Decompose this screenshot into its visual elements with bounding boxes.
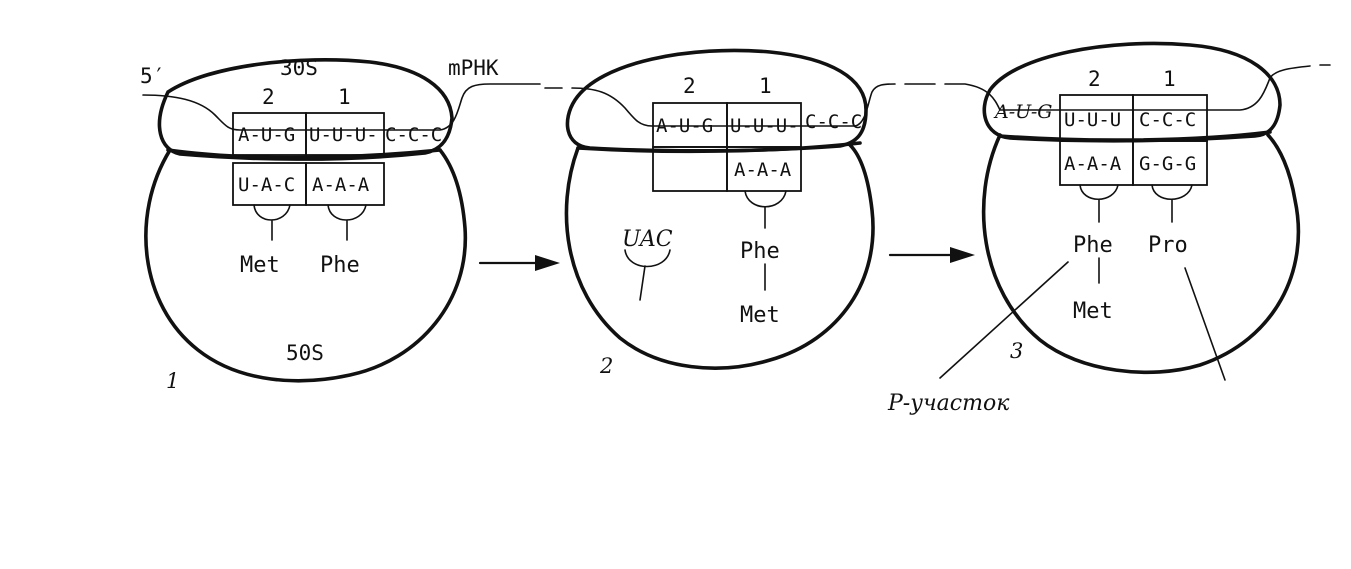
trna-anticodon: A-A-A [312,174,370,196]
released-trna-stem [639,265,646,301]
site-number: 2 [262,85,275,109]
mrna-codon: A-U-G [656,115,713,137]
p-site-label: Р-участок [887,391,1010,416]
mrna-codon: U-U-U [1064,109,1121,131]
peptide-residue: Met [1073,299,1113,324]
large-subunit-outline [144,148,468,383]
p-site-pointer-line [939,261,1069,379]
site-number: 1 [338,85,351,109]
five-prime-label: 5′ [140,64,165,88]
mrna-label: mРНК [448,56,499,80]
subunit-divider [576,141,862,154]
pointer-line [1184,267,1226,381]
released-trna-anticodon: UAC [622,227,673,252]
amino-acid: Met [240,253,280,278]
subunit-divider [166,148,442,160]
small-subunit-outline [565,48,868,153]
mrna-strand [944,64,1331,111]
panel-number: 2 [599,354,613,378]
codon-box-site-1 [305,112,385,156]
mrna-codon: U-U-U- [309,124,378,146]
large-subunit-label: 50S [286,341,324,365]
empty-anticodon-box-site-2 [652,146,728,192]
mrna-codon: C-C-C [385,124,442,146]
trna-anticodon: G-G-G [1139,153,1196,175]
peptide-residue: Phe [1073,233,1113,258]
large-subunit-outline [564,143,875,370]
anticodon-box-site-1 [1132,140,1208,186]
panel-3: 2 1 A-U-G U-U-U C-C-C A-A-A G-G-G Phe Me… [887,41,1331,416]
mrna-codon: U-U-U- [730,115,799,137]
peptide-residue: Met [740,303,780,328]
incoming-amino-acid: Pro [1148,233,1188,258]
trna-loop [744,190,787,208]
mrna-strand [142,83,541,131]
released-trna-loop [624,249,671,268]
site-number: 1 [1163,67,1176,91]
panel-1: 5′ 30S mРНК 2 1 A-U-G U-U-U- C-C-C U-A-C… [140,56,541,393]
panel-number: 3 [1010,339,1023,363]
trna-anticodon: A-A-A [734,159,792,181]
anticodon-box-site-1 [305,162,385,206]
anticodon-box-site-1 [726,146,802,192]
amino-acid: Phe [320,253,360,278]
site-number: 1 [759,74,772,98]
arrow-1-to-2 [478,255,560,271]
subunit-divider [998,130,1272,142]
mrna-strand [544,83,936,127]
mrna-codon: C-C-C [805,111,862,133]
arrow-2-to-3 [888,247,975,263]
trna-loop [327,204,367,221]
site-number: 2 [1088,67,1101,91]
mrna-codon: A-U-G [993,101,1052,123]
site-number: 2 [683,74,696,98]
small-subunit-outline [157,58,454,161]
trna-loop [1151,184,1193,200]
trna-anticodon: U-A-C [238,174,295,196]
panel-2: 2 1 A-U-G U-U-U- C-C-C A-A-A UAC Phe Met… [544,48,936,378]
panel-number: 1 [166,369,179,393]
peptide-residue: Phe [740,239,780,264]
large-subunit-outline [981,133,1301,375]
trna-anticodon: A-A-A [1064,153,1122,175]
small-subunit-label: 30S [280,56,318,80]
trna-loop [253,204,291,221]
mrna-codon: C-C-C [1139,109,1196,131]
trna-loop [1079,184,1119,200]
mrna-codon: A-U-G [238,124,295,146]
